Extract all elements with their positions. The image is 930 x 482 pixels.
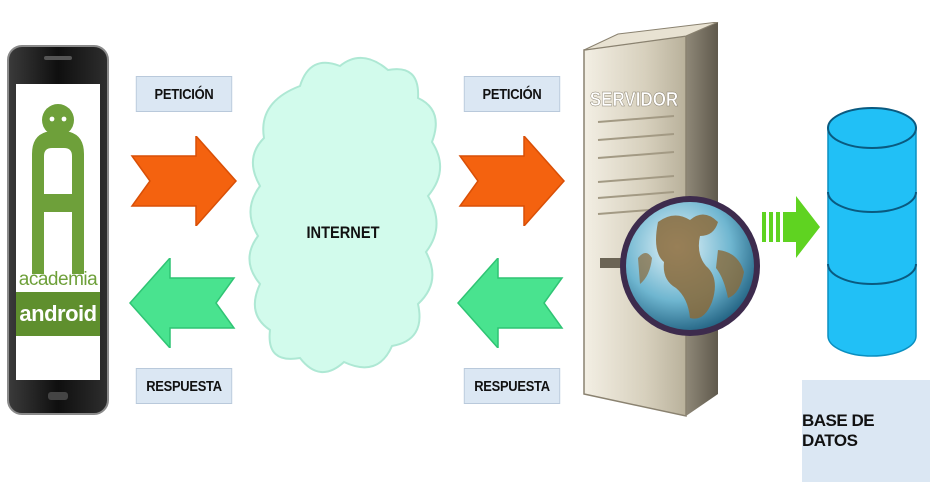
internet-label: INTERNET [306, 224, 379, 242]
response-arrow-left [128, 258, 236, 348]
server: SERVIDOR [583, 22, 760, 417]
response-label-left: RESPUESTA [135, 368, 233, 404]
request-arrow-right [458, 136, 566, 226]
request-label-right: PETICIÓN [463, 76, 561, 112]
android-phone [7, 45, 109, 415]
academia-android-logo-icon [32, 104, 84, 274]
response-label-right: RESPUESTA [463, 368, 561, 404]
database-arrow [762, 196, 820, 258]
logo-text-android: android [16, 292, 100, 336]
globe-icon [620, 196, 760, 336]
internet-cloud: INTERNET [248, 57, 441, 373]
database-icon [827, 107, 917, 357]
server-label: SERVIDOR [590, 88, 679, 111]
logo-text-academia: academia [18, 269, 98, 290]
request-arrow-left [130, 136, 238, 226]
request-label-left: PETICIÓN [135, 76, 233, 112]
response-arrow-right [456, 258, 564, 348]
database-label: BASE DE DATOS [802, 380, 930, 482]
